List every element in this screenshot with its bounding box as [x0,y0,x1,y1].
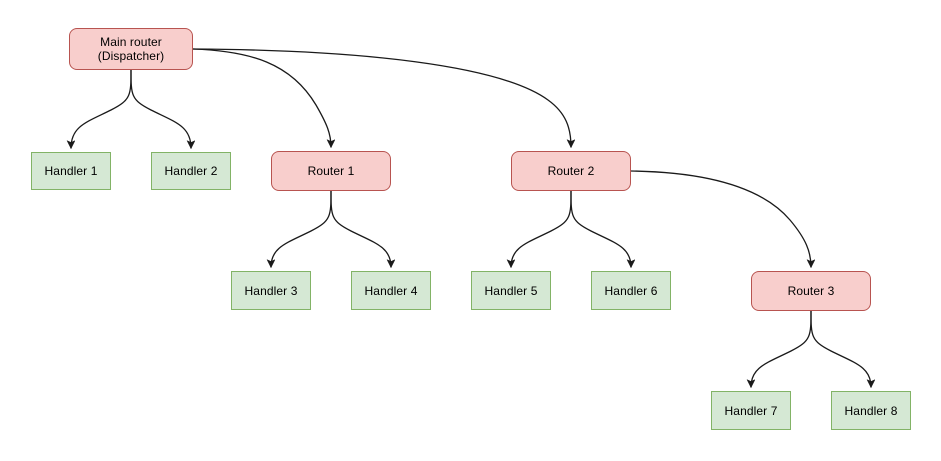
node-handler-3[interactable]: Handler 3 [231,271,311,310]
node-handler-4[interactable]: Handler 4 [351,271,431,310]
node-label-handler-5: Handler 5 [484,283,538,298]
edge-router-2-to-handler-6 [570,190,631,267]
node-label-handler-4: Handler 4 [364,283,418,298]
node-label-handler-8: Handler 8 [844,403,898,418]
edge-main-router-to-handler-1 [71,69,132,148]
node-router-2[interactable]: Router 2 [511,151,631,191]
edge-router-2-to-router-3 [630,170,811,267]
edge-router-3-to-handler-7 [751,310,812,387]
node-label-router-2: Router 2 [547,164,595,178]
node-label-router-1: Router 1 [307,164,355,178]
edges-group [71,48,871,387]
node-handler-7[interactable]: Handler 7 [711,391,791,430]
node-label-handler-1: Handler 1 [44,164,98,178]
node-label-handler-2: Handler 2 [164,164,218,178]
edge-router-2-to-handler-5 [511,190,572,267]
edge-main-router-to-router-1 [192,48,331,147]
node-label-handler-3: Handler 3 [244,283,298,298]
node-router-3[interactable]: Router 3 [751,271,871,311]
node-handler-1[interactable]: Handler 1 [31,152,111,190]
edge-router-1-to-handler-3 [271,190,332,267]
node-handler-8[interactable]: Handler 8 [831,391,911,430]
node-label-main-router: Main router (Dispatcher) [97,35,165,63]
edge-router-1-to-handler-4 [330,190,391,267]
node-label-handler-7: Handler 7 [724,403,778,418]
edge-router-3-to-handler-8 [810,310,871,387]
edge-main-router-to-handler-2 [130,69,191,148]
node-label-handler-6: Handler 6 [604,283,658,298]
node-main-router[interactable]: Main router (Dispatcher) [69,28,193,70]
edge-main-router-to-router-2 [192,48,571,147]
node-label-router-3: Router 3 [787,284,835,298]
node-router-1[interactable]: Router 1 [271,151,391,191]
node-handler-2[interactable]: Handler 2 [151,152,231,190]
node-handler-5[interactable]: Handler 5 [471,271,551,310]
node-handler-6[interactable]: Handler 6 [591,271,671,310]
